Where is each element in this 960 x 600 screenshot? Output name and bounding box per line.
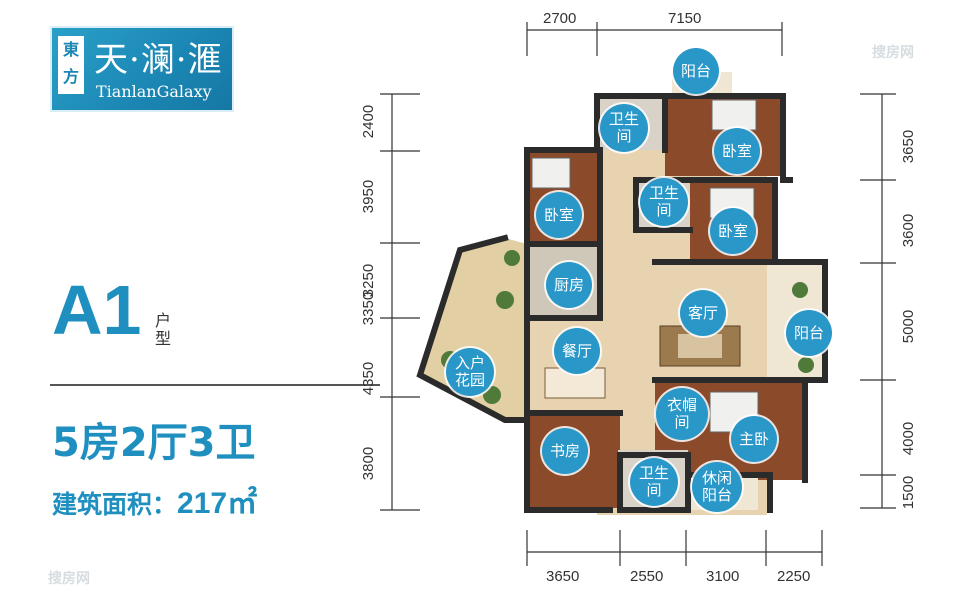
dim-right-2: 3600 (900, 213, 918, 248)
room-leisure-balcony: 休闲阳台 (692, 462, 742, 512)
room-wardrobe: 衣帽间 (656, 388, 708, 440)
logo-name-cn: 天·澜·滙 (94, 40, 223, 80)
watermark-bottom-left: 搜房网 (48, 571, 90, 587)
unit-code: A1 (52, 271, 142, 349)
dim-right-5: 1500 (900, 475, 918, 510)
dim-left-4: 3350 (360, 291, 378, 326)
room-leisure-balcony-label: 休闲阳台 (701, 469, 732, 504)
unit-code-suffix: 户型 (155, 311, 172, 348)
brand-logo: 東方 天·澜·滙 TianlanGalaxy (50, 26, 234, 112)
dimension-lines (380, 22, 896, 566)
room-entry-garden-label: 入户花园 (454, 354, 485, 389)
dim-right-1: 3650 (900, 129, 918, 164)
dim-bottom-2: 2550 (630, 568, 664, 585)
dim-left-5: 4350 (360, 361, 378, 396)
unit-layout: 5房2厅3卫 (52, 420, 256, 466)
dim-top-2: 7150 (668, 10, 702, 27)
room-bath-3: 卫生间 (630, 458, 678, 506)
dim-bottom-3: 3100 (706, 568, 740, 585)
room-entry-garden: 入户花园 (446, 348, 494, 396)
room-bath-2-label: 卫生间 (648, 184, 679, 219)
room-bath-1-label: 卫生间 (608, 110, 639, 145)
dim-top-1: 2700 (543, 10, 577, 27)
room-bedroom-1: 卧室 (714, 128, 760, 174)
room-bath-2: 卫生间 (640, 178, 688, 226)
dim-left-6: 3800 (360, 446, 378, 481)
dim-left-1: 2400 (360, 104, 378, 139)
dim-right-4: 4000 (900, 421, 918, 456)
room-dining: 餐厅 (554, 328, 600, 374)
room-bedroom-3: 卧室 (710, 208, 756, 254)
divider (50, 384, 380, 386)
logo-seal: 東方 (58, 36, 84, 94)
area-value: 217㎡ (177, 487, 258, 520)
dim-bottom-1: 3650 (546, 568, 580, 585)
room-master: 主卧 (731, 416, 777, 462)
room-bedroom-2: 卧室 (536, 192, 582, 238)
room-study: 书房 (542, 428, 588, 474)
watermark-top-right: 搜房网 (872, 45, 914, 61)
room-kitchen: 厨房 (546, 262, 592, 308)
room-wardrobe-label: 衣帽间 (666, 396, 697, 431)
dim-left-2: 3950 (360, 179, 378, 214)
dim-bottom-4: 2250 (777, 568, 811, 585)
room-bath-3-label: 卫生间 (638, 464, 669, 499)
room-balcony-top: 阳台 (673, 48, 719, 94)
dim-right-3: 5000 (900, 309, 918, 344)
room-balcony-right: 阳台 (786, 310, 832, 356)
room-living: 客厅 (680, 290, 726, 336)
logo-name-en: TianlanGalaxy (96, 82, 212, 101)
unit-area: 建筑面积：217㎡ (52, 478, 257, 522)
area-label: 建筑面积： (52, 490, 178, 519)
room-bath-1: 卫生间 (600, 104, 648, 152)
